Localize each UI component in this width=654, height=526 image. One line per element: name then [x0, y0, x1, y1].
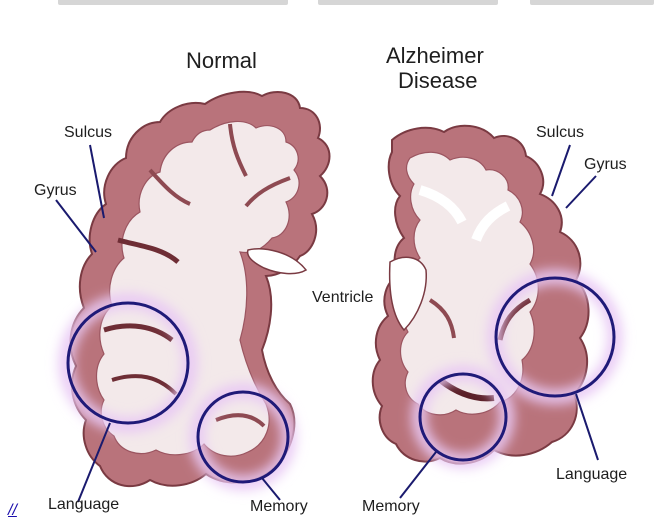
corner-link[interactable]: // [8, 502, 17, 520]
label-memory-right: Memory [362, 498, 420, 516]
leader-language-right [576, 394, 598, 460]
label-gyrus-right: Gyrus [584, 156, 627, 174]
label-language-right: Language [556, 466, 627, 484]
leader-gyrus-right [566, 176, 596, 208]
heading-alzheimer-line1: Alzheimer [386, 43, 484, 68]
heading-alzheimer-line2: Disease [398, 68, 477, 93]
label-sulcus-right: Sulcus [536, 124, 584, 142]
leader-gyrus-left [56, 200, 96, 252]
label-ventricle: Ventricle [312, 289, 373, 307]
label-memory-left: Memory [250, 498, 308, 516]
label-gyrus-left: Gyrus [34, 182, 77, 200]
heading-normal: Normal [186, 48, 257, 73]
alzheimer-brain [373, 126, 589, 464]
leader-sulcus-right [552, 145, 570, 196]
label-sulcus-left: Sulcus [64, 124, 112, 142]
label-language-left: Language [48, 496, 119, 514]
leader-sulcus-left [90, 145, 104, 218]
